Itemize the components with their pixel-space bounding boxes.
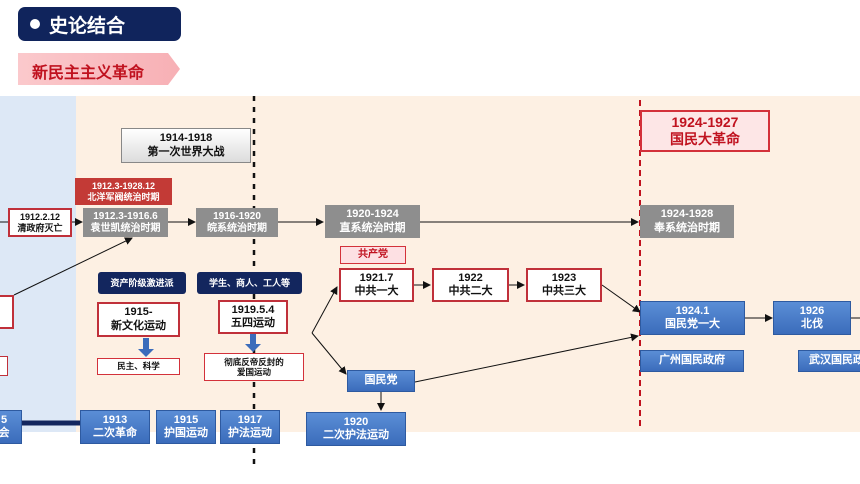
ccp-label: 共产党 (340, 246, 406, 264)
slogan-text: 民主、科学 (117, 361, 160, 372)
zhi-period-box: 1920-1924 直系统治时期 (325, 205, 420, 238)
may-fourth-result-line2: 爱国运动 (236, 367, 271, 377)
feng-name: 奉系统治时期 (654, 221, 720, 234)
ccp-congress-3-box: 1923 中共三大 (526, 268, 602, 302)
northern-expedition-box: 1926 北伐 (773, 301, 851, 335)
left-partial-box (0, 295, 14, 329)
wan-period-box: 1916-1920 皖系统治时期 (196, 208, 278, 237)
protect-nation-box: 1915 护国运动 (156, 410, 216, 444)
zhi-dates: 1920-1924 (346, 208, 399, 221)
feng-dates: 1924-1928 (660, 208, 714, 221)
constitution-protect-box: 1917 护法运动 (220, 410, 280, 444)
beiyang-name: 北洋军阀统治时期 (87, 191, 160, 202)
bourgeois-text: 资产阶级激进派 (110, 277, 174, 288)
yuan-period-box: 1912.3-1916.6 袁世凯统治时期 (83, 208, 168, 237)
second-revolution-year: 1913 (102, 413, 128, 426)
new-culture-name: 新文化运动 (111, 319, 166, 332)
wwi-years: 1914-1918 (159, 132, 213, 145)
bottom-partial-box: 5 会 (0, 410, 22, 444)
guangzhou-government-box: 广州国民政府 (640, 350, 744, 372)
wuhan-text: 武汉国民政府 (809, 354, 860, 367)
northern-expedition-name: 北伐 (801, 318, 823, 330)
new-culture-box: 1915- 新文化运动 (97, 302, 180, 337)
left-partial-small-box (0, 356, 8, 376)
qing-name: 清政府灭亡 (17, 222, 63, 233)
revolution-name: 国民大革命 (670, 131, 740, 147)
second-constitution-protect-year: 1920 (343, 415, 369, 428)
bourgeois-radicals-label: 资产阶级激进派 (98, 272, 186, 294)
constitution-protect-year: 1917 (237, 413, 263, 426)
constitution-protect-name: 护法运动 (228, 427, 272, 439)
may-fourth-name: 五四运动 (231, 317, 275, 329)
bottom-partial-top: 5 (0, 413, 8, 426)
guangzhou-text: 广州国民政府 (659, 354, 725, 367)
may-fourth-result-box: 彻底反帝反封的 爱国运动 (204, 353, 304, 381)
kmt-text: 国民党 (364, 374, 398, 387)
bullet-icon (30, 19, 40, 29)
zhi-name: 直系统治时期 (339, 221, 406, 234)
wuhan-government-box: 武汉国民政府 (798, 350, 860, 372)
may-fourth-box: 1919.5.4 五四运动 (218, 300, 288, 334)
kmt-label: 国民党 (347, 370, 415, 392)
ccp-congress-1-year: 1921.7 (359, 271, 394, 284)
ccp-congress-2-year: 1922 (458, 271, 483, 284)
people-text: 学生、商人、工人等 (208, 277, 290, 288)
ccp-congress-1-name: 中共一大 (354, 285, 399, 297)
second-revolution-box: 1913 二次革命 (80, 410, 150, 444)
ccp-congress-2-box: 1922 中共二大 (432, 268, 509, 302)
bottom-partial-bottom: 会 (0, 427, 10, 439)
subtitle-text: 新民主主义革命 (32, 65, 145, 82)
yuan-dates: 1912.3-1916.6 (93, 210, 158, 222)
revolution-years: 1924-1927 (671, 114, 739, 131)
new-culture-year: 1915- (124, 306, 153, 319)
subtitle-banner: 新民主主义革命 (18, 47, 180, 91)
people-groups-label: 学生、商人、工人等 (197, 272, 302, 294)
kmt-congress-1-name: 国民党一大 (665, 318, 720, 330)
second-revolution-name: 二次革命 (93, 427, 137, 439)
feng-period-box: 1924-1928 奉系统治时期 (640, 205, 734, 238)
second-constitution-protect-name: 二次护法运动 (323, 429, 389, 441)
era-background-left (0, 96, 76, 432)
national-revolution-box: 1924-1927 国民大革命 (640, 110, 770, 152)
democracy-science-box: 民主、科学 (97, 358, 180, 375)
ccp-text: 共产党 (358, 249, 388, 260)
yuan-name: 袁世凯统治时期 (90, 222, 161, 234)
qing-date: 1912.2.12 (19, 211, 61, 222)
may-fourth-date: 1919.5.4 (231, 303, 275, 316)
ccp-congress-1-box: 1921.7 中共一大 (339, 268, 414, 302)
protect-nation-name: 护国运动 (164, 427, 208, 439)
qing-fall-box: 1912.2.12 清政府灭亡 (8, 208, 72, 237)
ccp-congress-2-name: 中共二大 (448, 285, 493, 297)
beiyang-period-box: 1912.3-1928.12 北洋军阀统治时期 (75, 178, 172, 205)
may-fourth-result-line1: 彻底反帝反封的 (224, 356, 284, 367)
ccp-congress-3-name: 中共三大 (542, 285, 586, 297)
wwi-box: 1914-1918 第一次世界大战 (121, 128, 251, 163)
kmt-congress-1-year: 1924.1 (675, 304, 710, 317)
second-constitution-protect-box: 1920 二次护法运动 (306, 412, 406, 446)
ccp-congress-3-year: 1923 (551, 271, 577, 284)
section-title-text: 史论结合 (49, 15, 126, 37)
wwi-name: 第一次世界大战 (147, 145, 225, 158)
northern-expedition-year: 1926 (799, 304, 825, 317)
kmt-congress-1-box: 1924.1 国民党一大 (640, 301, 745, 335)
beiyang-dates: 1912.3-1928.12 (91, 180, 156, 191)
wan-dates: 1916-1920 (213, 210, 261, 222)
wan-name: 皖系统治时期 (207, 222, 267, 234)
protect-nation-year: 1915 (173, 413, 199, 426)
section-title: 史论结合 (18, 7, 181, 41)
